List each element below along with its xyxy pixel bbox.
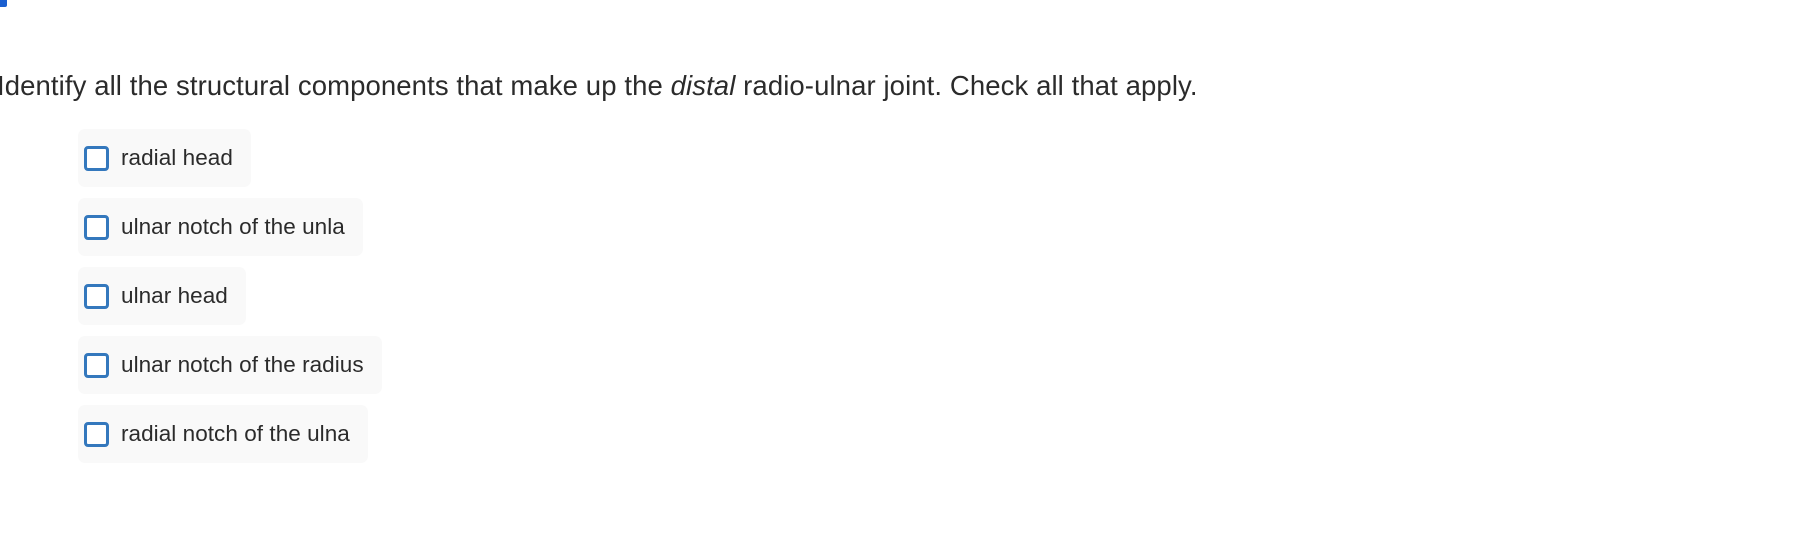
question-prefix: Identify all the structural components t… (0, 70, 671, 101)
option-label: ulnar notch of the radius (121, 352, 364, 377)
option-label: ulnar notch of the unla (121, 214, 345, 239)
answer-options-list: radial head ulnar notch of the unla ulna… (78, 129, 382, 463)
checkbox-icon[interactable] (84, 421, 109, 447)
option-row-ulnar-notch-of-the-unla[interactable]: ulnar notch of the unla (78, 198, 363, 256)
option-label: ulnar head (121, 283, 228, 308)
checkbox-icon[interactable] (84, 283, 109, 309)
option-row-radial-notch-of-the-ulna[interactable]: radial notch of the ulna (78, 405, 368, 463)
option-label: radial head (121, 145, 233, 170)
option-row-ulnar-notch-of-the-radius[interactable]: ulnar notch of the radius (78, 336, 382, 394)
question-prompt: Identify all the structural components t… (0, 66, 1198, 106)
question-emphasis: distal (670, 70, 736, 101)
clipped-ui-fragment (0, 0, 7, 7)
checkbox-icon[interactable] (84, 145, 109, 171)
checkbox-icon[interactable] (84, 214, 109, 240)
question-suffix: radio-ulnar joint. Check all that apply. (735, 70, 1198, 101)
option-label: radial notch of the ulna (121, 421, 350, 446)
option-row-ulnar-head[interactable]: ulnar head (78, 267, 246, 325)
checkbox-icon[interactable] (84, 352, 109, 378)
option-row-radial-head[interactable]: radial head (78, 129, 251, 187)
